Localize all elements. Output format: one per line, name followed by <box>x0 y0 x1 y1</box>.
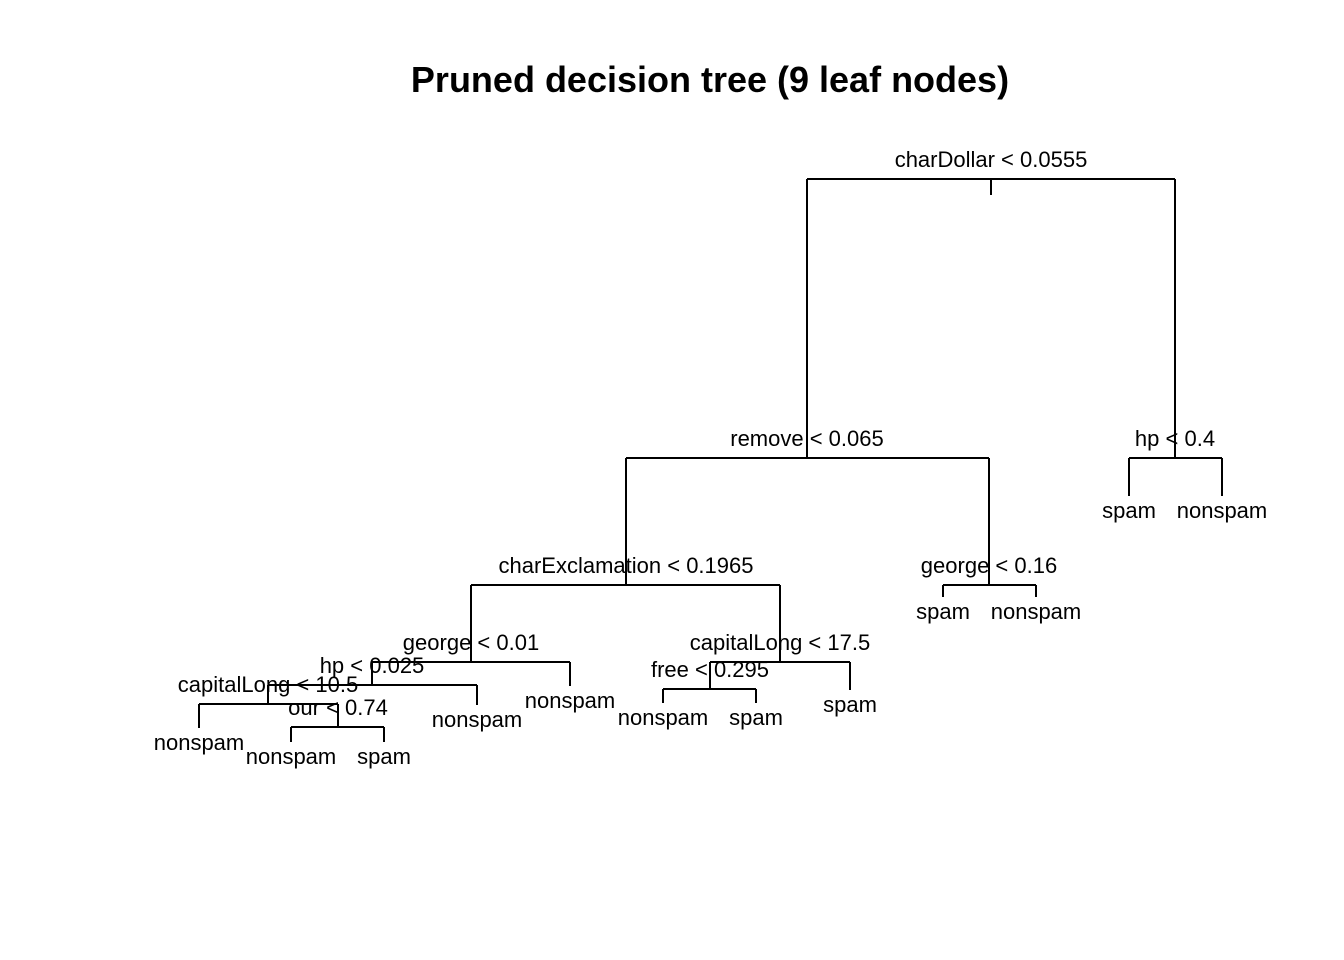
leaf-label-n36: nonspam <box>618 705 709 730</box>
leaf-label-n7: nonspam <box>1177 498 1268 523</box>
leaf-label-n11: nonspam <box>991 599 1082 624</box>
leaf-label-n130: nonspam <box>246 744 337 769</box>
leaf-label-n37: spam <box>729 705 783 730</box>
split-label-n32: capitalLong < 10.5 <box>178 672 358 697</box>
split-label-n1: charDollar < 0.0555 <box>895 147 1088 172</box>
leaf-label-n33: nonspam <box>432 707 523 732</box>
leaf-label-n131: spam <box>357 744 411 769</box>
tree-edges <box>198 178 1223 742</box>
diagram-title: Pruned decision tree (9 leaf nodes) <box>411 59 1009 100</box>
tree-labels: charDollar < 0.0555 remove < 0.065 charExc… <box>154 147 1268 769</box>
split-label-n4: charExclamation < 0.1965 <box>499 553 754 578</box>
leaf-label-n19: spam <box>823 692 877 717</box>
split-label-n16: hp < 0.025 <box>320 653 425 678</box>
split-label-n3: hp < 0.4 <box>1135 426 1215 451</box>
leaf-label-n64: nonspam <box>154 730 245 755</box>
split-label-n9: capitalLong < 17.5 <box>690 630 870 655</box>
leaf-label-n17: nonspam <box>525 688 616 713</box>
split-label-n8: george < 0.01 <box>403 630 539 655</box>
split-label-n2: remove < 0.065 <box>730 426 883 451</box>
split-label-n5: george < 0.16 <box>921 553 1057 578</box>
split-label-n18: free < 0.295 <box>651 657 769 682</box>
split-label-n65: our < 0.74 <box>288 695 388 720</box>
leaf-label-n6: spam <box>1102 498 1156 523</box>
leaf-label-n10: spam <box>916 599 970 624</box>
